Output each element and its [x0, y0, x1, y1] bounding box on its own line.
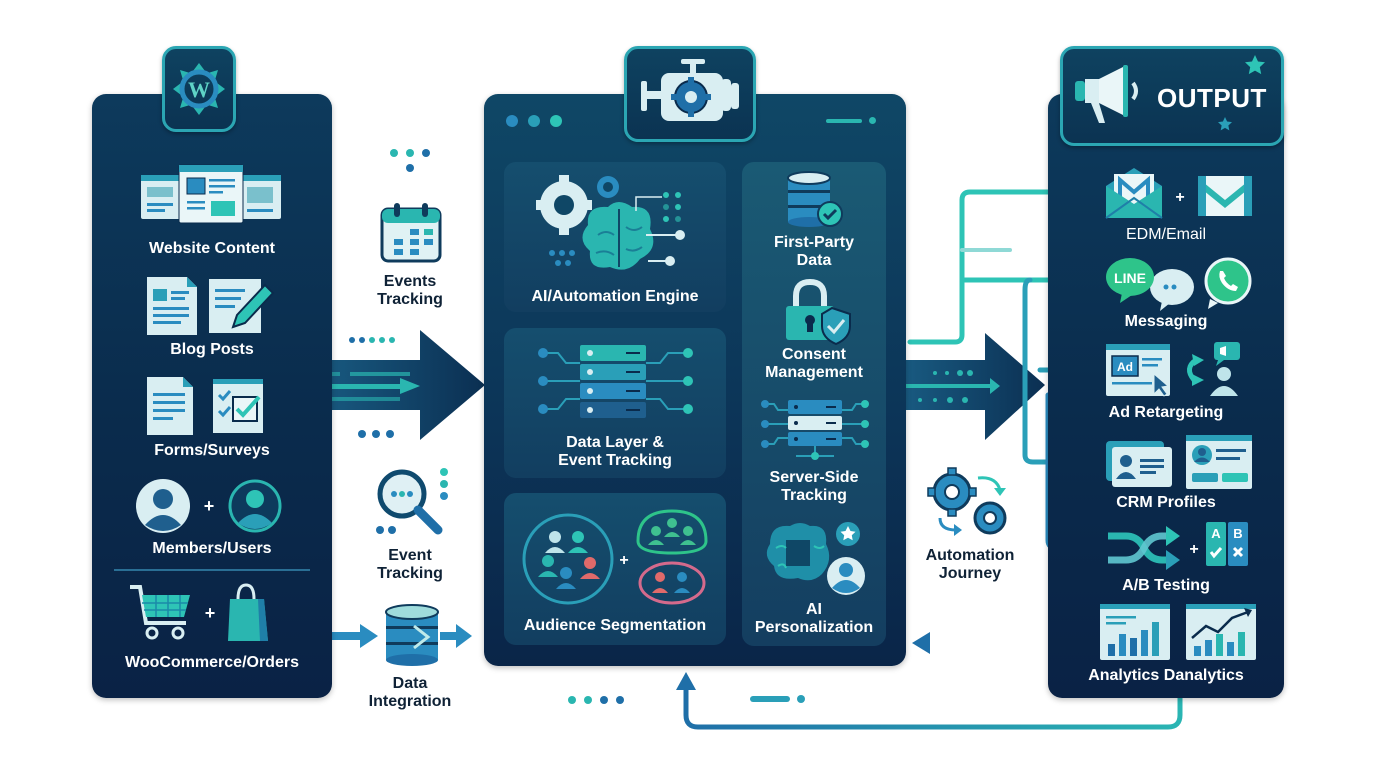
svg-text:+: + [1175, 189, 1184, 206]
star-icon-small [1218, 117, 1232, 131]
svg-text:B: B [1233, 526, 1242, 541]
label-forms-surveys: Forms/Surveys [154, 442, 270, 459]
window-bar-dot [869, 117, 876, 124]
dots-top [390, 149, 430, 172]
gears-cycle-icon [927, 467, 1007, 536]
label-audience-segmentation: Audience Segmentation [523, 617, 707, 634]
svg-text:+: + [204, 496, 215, 516]
form-checklist-icon [147, 377, 263, 435]
window-bar [826, 119, 862, 123]
output-title-badge: OUTPUT [1060, 46, 1284, 146]
label-blog-posts: Blog Posts [170, 341, 254, 358]
lock-shield-icon [786, 278, 851, 346]
label-ab-testing: A/B Testing [1122, 577, 1210, 594]
label-members-users: Members/Users [152, 540, 272, 557]
dots-bottom [568, 696, 624, 704]
server-stack-icon [538, 345, 693, 418]
svg-text:Ad: Ad [1117, 360, 1133, 374]
label-ad-retargeting: Ad Retargeting [1108, 404, 1224, 421]
wordpress-gear-icon: W [173, 63, 225, 115]
audience-groups-icon: + [522, 509, 708, 605]
ab-test-icon: + A B [1108, 522, 1248, 570]
gears-brain-icon [536, 175, 685, 270]
database-icon [385, 604, 439, 666]
wordpress-logo-badge: W [162, 46, 236, 132]
megaphone-icon [1075, 65, 1138, 123]
dots-left-top [349, 337, 395, 343]
svg-text:LINE: LINE [1114, 270, 1146, 286]
star-icon [1245, 55, 1265, 75]
dash-bottom [750, 695, 805, 703]
engine-badge [624, 46, 756, 142]
svg-text:A: A [1211, 526, 1221, 541]
label-woocommerce-orders: WooCommerce/Orders [125, 654, 299, 671]
svg-text:+: + [1189, 541, 1198, 558]
integration-arrow-in [332, 624, 378, 648]
label-website-content: Website Content [149, 240, 275, 257]
integration-arrow-out [440, 624, 472, 648]
label-crm-profiles: CRM Profiles [1116, 494, 1216, 511]
users-icon: + [136, 479, 282, 533]
label-edm-email: EDM/Email [1125, 226, 1206, 243]
card-audience-segmentation [504, 493, 726, 645]
database-check-icon [787, 171, 843, 227]
brain-user-icon [766, 522, 865, 595]
analytics-charts-icon [1100, 604, 1256, 660]
calendar-icon [380, 203, 442, 263]
ad-retarget-icon: Ad [1106, 342, 1240, 397]
label-ai-automation-engine: AI/Automation Engine [531, 288, 699, 305]
output-title: OUTPUT [1157, 83, 1267, 113]
cart-bag-icon: + [130, 583, 268, 641]
label-messaging: Messaging [1124, 313, 1208, 330]
svg-text:W: W [188, 77, 210, 102]
label-data-layer: Data Layer &Event Tracking [558, 434, 672, 469]
server-network-icon [761, 400, 869, 460]
svg-text:+: + [619, 552, 628, 569]
document-pencil-icon [147, 277, 275, 335]
web-pages-icon [141, 164, 281, 224]
input-divider [114, 569, 310, 571]
magnifier-icon [376, 468, 448, 535]
arrow-stream-right [890, 370, 1000, 403]
email-icon: + [1105, 168, 1252, 219]
loop-arrow [683, 685, 1183, 730]
svg-text:+: + [205, 603, 216, 623]
profile-cards-icon [1106, 435, 1252, 489]
label-analytics: Analytics Danalytics [1088, 667, 1244, 684]
chat-apps-icon: LINE [1106, 257, 1252, 311]
engine-gear-icon [641, 59, 739, 121]
dots-left-bottom [358, 430, 394, 438]
